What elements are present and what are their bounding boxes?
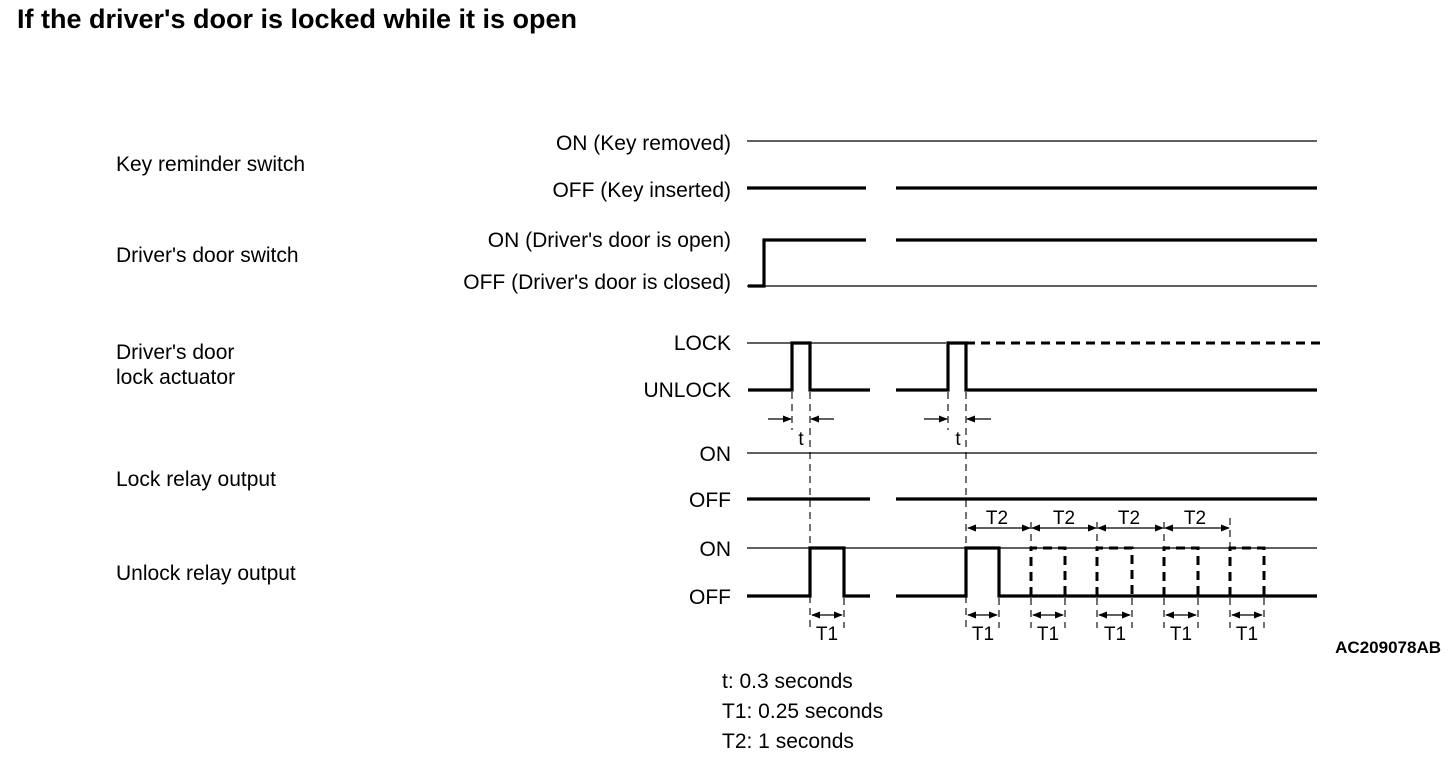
level-label-unlock: UNLOCK bbox=[643, 379, 731, 402]
dimension-t2-group: T2 T2 T2 T2 bbox=[967, 508, 1231, 548]
dimension-t1-label-1: T1 bbox=[816, 624, 838, 645]
dimension-t1-label-6: T1 bbox=[1236, 624, 1258, 645]
dimension-t1-label-4: T1 bbox=[1104, 624, 1126, 645]
level-label-unlock-relay-off: OFF bbox=[689, 586, 731, 609]
level-label-door-on: ON (Driver's door is open) bbox=[488, 229, 731, 252]
signal-label-key-reminder: Key reminder switch bbox=[116, 153, 305, 176]
level-label-key-on: ON (Key removed) bbox=[556, 132, 731, 155]
dimension-t-label-2: t bbox=[955, 429, 961, 450]
dimension-t-label-1: t bbox=[798, 429, 804, 450]
waveform-key-reminder bbox=[747, 140, 1317, 190]
level-label-lock-relay-on: ON bbox=[700, 443, 732, 466]
waveform-door-switch bbox=[747, 238, 1317, 288]
legend-t1: T1: 0.25 seconds bbox=[722, 700, 883, 723]
waveform-lock-actuator bbox=[747, 341, 1320, 392]
dimension-t2-label-2: T2 bbox=[1053, 508, 1075, 529]
level-label-unlock-relay-on: ON bbox=[700, 538, 732, 561]
level-label-lock: LOCK bbox=[674, 332, 731, 355]
signal-label-lock-relay: Lock relay output bbox=[116, 468, 276, 491]
level-label-door-off: OFF (Driver's door is closed) bbox=[463, 271, 731, 294]
waveform-lock-relay bbox=[747, 452, 1317, 501]
signal-label-unlock-relay: Unlock relay output bbox=[116, 562, 296, 585]
legend-t2: T2: 1 seconds bbox=[722, 730, 854, 753]
dimension-t1-label-3: T1 bbox=[1037, 624, 1059, 645]
dimension-t2-label-4: T2 bbox=[1184, 508, 1206, 529]
dimension-t2-label-3: T2 bbox=[1118, 508, 1140, 529]
signal-label-lock-actuator-line1: Driver's door bbox=[116, 341, 234, 364]
page-title: If the driver's door is locked while it … bbox=[17, 4, 578, 34]
level-label-lock-relay-off: OFF bbox=[689, 489, 731, 512]
signal-label-lock-actuator-line2: lock actuator bbox=[116, 366, 235, 389]
dimension-t1-label-2: T1 bbox=[972, 624, 994, 645]
dimension-t1-label-5: T1 bbox=[1170, 624, 1192, 645]
waveform-unlock-relay bbox=[747, 546, 1317, 598]
dimension-t1-group: T1 T1 T1 T1 T1 T1 bbox=[811, 598, 1265, 645]
signal-label-door-switch: Driver's door switch bbox=[116, 244, 299, 267]
dimension-t2-label-1: T2 bbox=[986, 508, 1008, 529]
dimension-t-second: t bbox=[924, 392, 991, 450]
figure-id: AC209078AB bbox=[1335, 638, 1441, 657]
dimension-t-first: t bbox=[768, 392, 834, 450]
level-label-key-off: OFF (Key inserted) bbox=[552, 179, 731, 202]
legend-t: t: 0.3 seconds bbox=[722, 670, 853, 693]
